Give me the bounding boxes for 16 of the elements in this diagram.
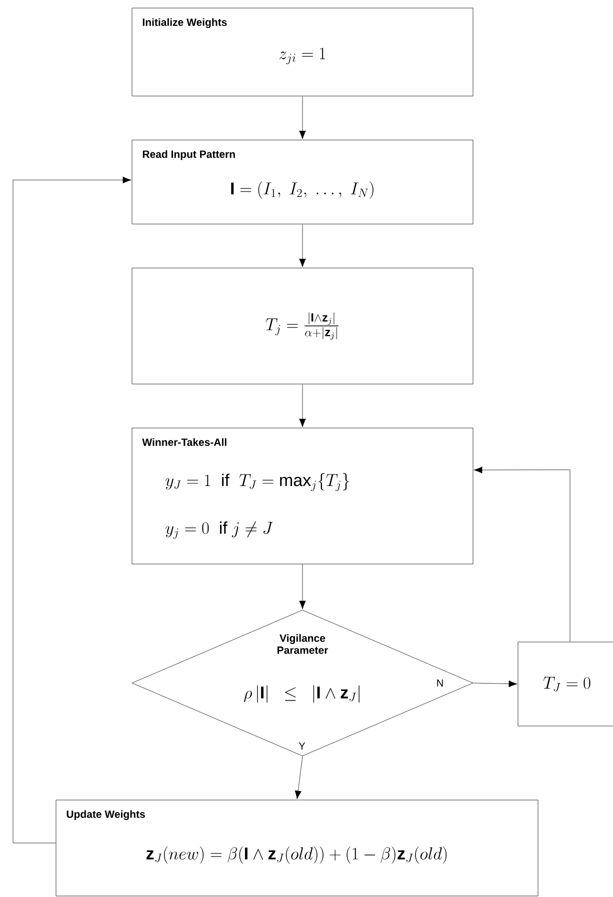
arrow xyxy=(299,564,306,610)
process-box: $T_{j} = \frac{\left|\mathbf{I}\wedge\mathbf{z}_{j}\right|}{\alpha+\left|\mathbf{z}_{j}\right|}$ xyxy=(132,268,474,384)
arrow xyxy=(12,176,132,844)
arrow xyxy=(299,224,306,268)
process-box: $T_{J} = 0$ xyxy=(518,642,613,726)
arrow xyxy=(473,680,518,688)
process-box: Initialize Weights $z_{ji} = 1$ xyxy=(132,8,474,96)
process-box: Winner-Takes-All $y_{J} = 1\ \ \mathrm{if}\ \ T_{J} = \max\nolimits_{j}\{T_{j}\}$ $y_{j} = 0\ \ \mathrm{if}\ j \neq J$ xyxy=(132,428,474,564)
arrow xyxy=(474,466,570,642)
arrow xyxy=(299,96,306,140)
process-box: Update Weights $\mathbf{z}_{J}(new) = \beta(\mathbf{I}\wedge\mathbf{z}_{J}(old)) + (1-\beta)\mathbf{z}_{J}(old)$ xyxy=(56,800,538,896)
process-box: Read Input Pattern $\mathbf{I} = (I_{1},\ I_{2},\ \ldots,\ I_{N})$ xyxy=(132,140,474,224)
arrow xyxy=(294,756,303,800)
arrow xyxy=(299,384,306,428)
edge-label: N xyxy=(435,678,445,688)
edge-label: Y xyxy=(298,742,306,750)
